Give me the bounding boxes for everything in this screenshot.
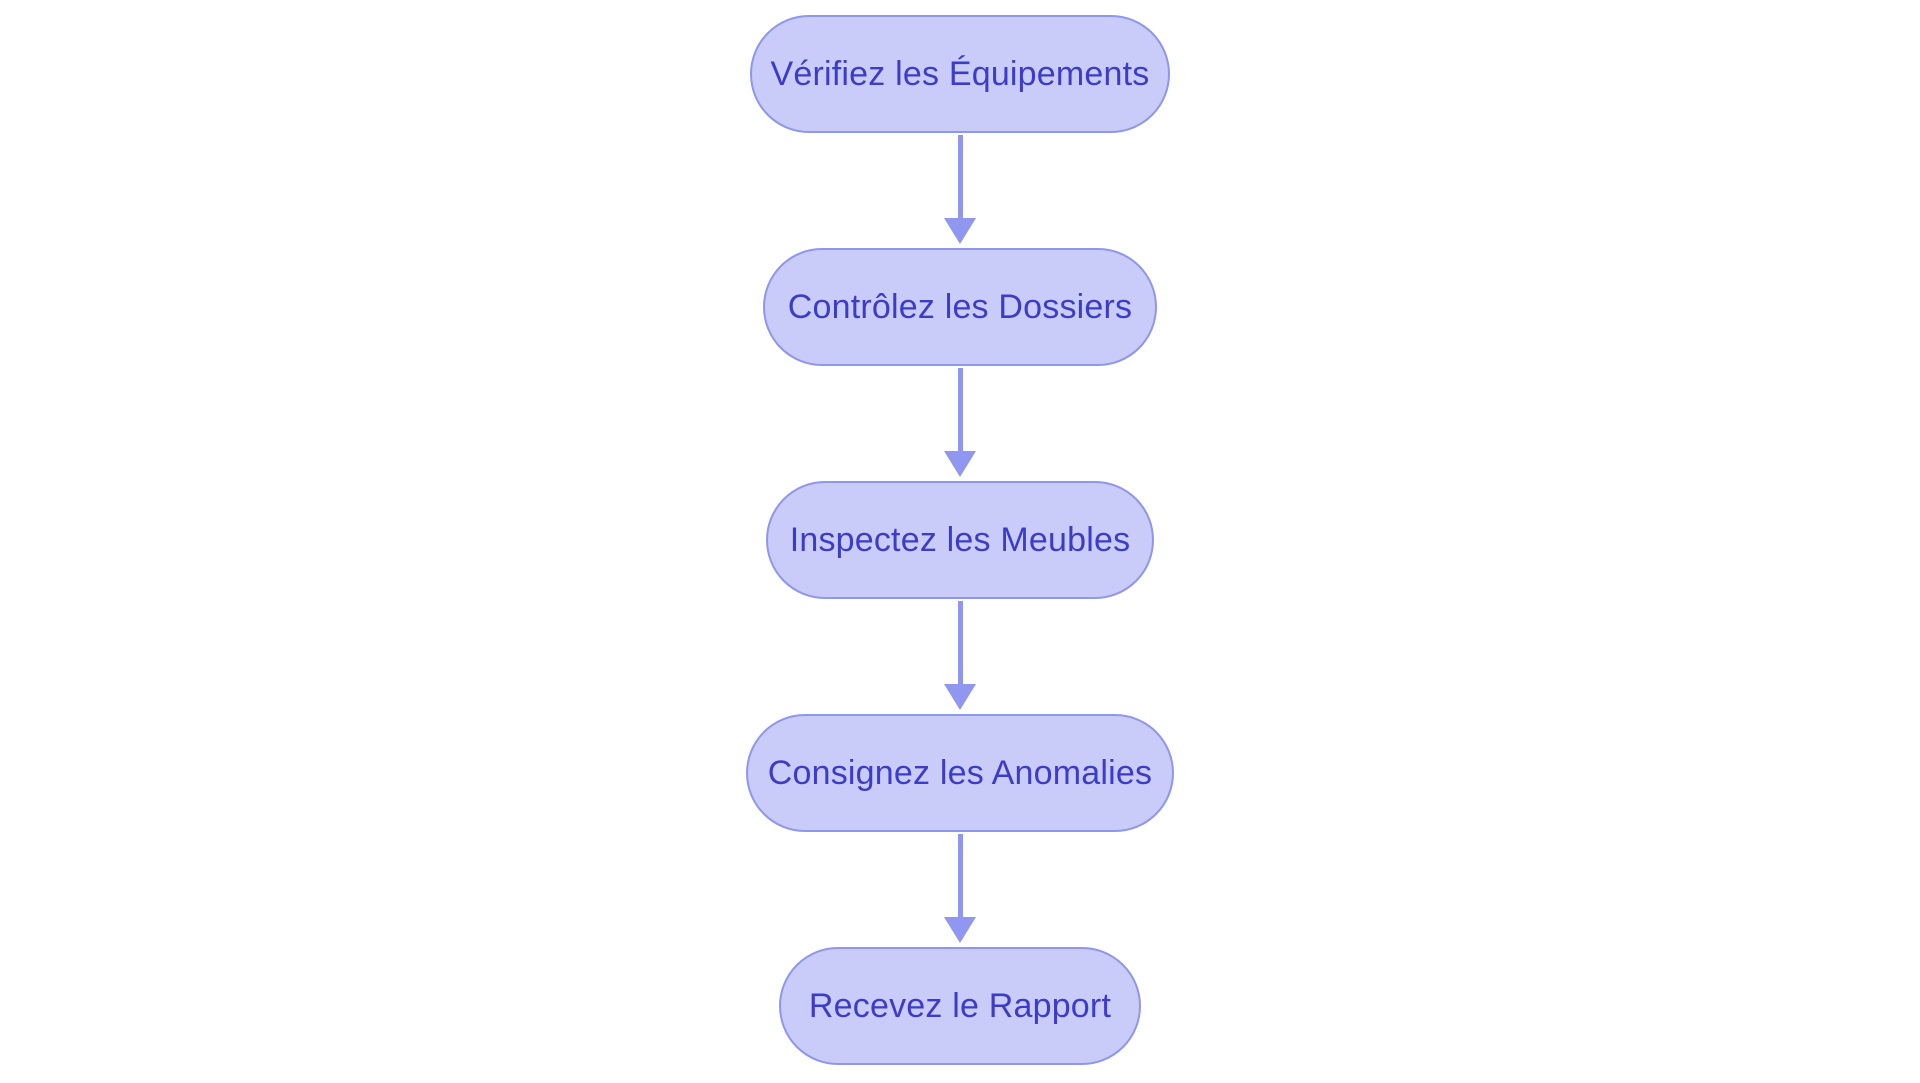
flow-node-step-4-label: Consignez les Anomalies (767, 753, 1153, 792)
flow-node-step-2: Contrôlez les Dossiers (763, 248, 1157, 366)
flow-arrow-2-3 (944, 366, 976, 481)
arrow-head-icon (944, 917, 976, 943)
flow-arrow-3-4 (944, 599, 976, 714)
flow-node-step-2-label: Contrôlez les Dossiers (787, 287, 1133, 326)
flow-node-step-5-label: Recevez le Rapport (808, 986, 1112, 1025)
flow-node-step-1: Vérifiez les Équipements (750, 15, 1170, 133)
flow-arrow-1-2 (944, 133, 976, 248)
flow-node-step-5: Recevez le Rapport (779, 947, 1141, 1065)
arrow-shaft (957, 601, 963, 685)
arrow-head-icon (944, 684, 976, 710)
arrow-shaft (957, 834, 963, 918)
arrow-head-icon (944, 218, 976, 244)
flow-node-step-1-label: Vérifiez les Équipements (770, 54, 1150, 93)
flow-node-step-3-label: Inspectez les Meubles (789, 520, 1131, 559)
arrow-shaft (957, 135, 963, 219)
flow-node-step-4: Consignez les Anomalies (746, 714, 1174, 832)
arrow-head-icon (944, 451, 976, 477)
flow-arrow-4-5 (944, 832, 976, 947)
flow-node-step-3: Inspectez les Meubles (766, 481, 1154, 599)
arrow-shaft (957, 368, 963, 452)
